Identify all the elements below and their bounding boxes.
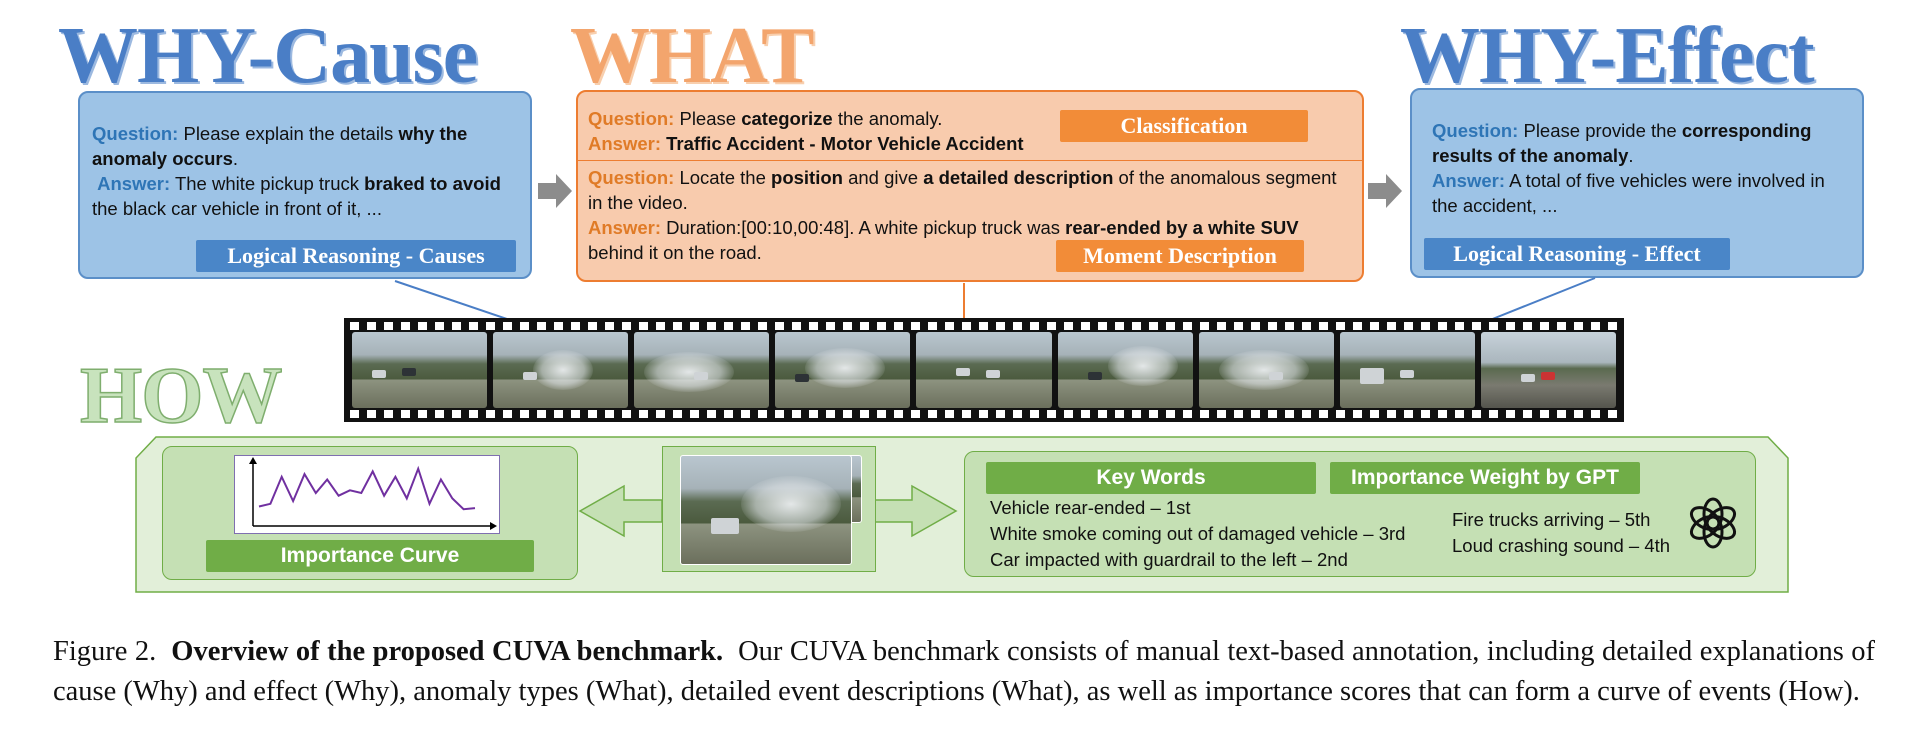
moment-description-badge: Moment Description	[1056, 240, 1304, 272]
video-frame	[916, 332, 1052, 408]
why-effect-question: Question: Please provide the correspondi…	[1432, 120, 1812, 166]
video-film-strip	[344, 318, 1624, 422]
caption-text: Our CUVA benchmark consists of manual te…	[53, 636, 1876, 707]
logical-reasoning-causes-badge: Logical Reasoning - Causes	[196, 240, 516, 272]
video-frame	[352, 332, 488, 408]
video-frame	[1057, 332, 1193, 408]
what-answer-1: Answer: Traffic Accident - Motor Vehicle…	[588, 133, 1024, 154]
video-frame	[1480, 332, 1616, 408]
curve-x-axis-arrow	[490, 522, 497, 530]
stacked-frame	[680, 455, 852, 565]
video-frame	[493, 332, 629, 408]
caption-title: Overview of the proposed CUVA benchmark.	[171, 636, 724, 667]
why-cause-question: Question: Please explain the details why…	[92, 123, 468, 169]
figure-caption: Figure 2. Overview of the proposed CUVA …	[53, 632, 1875, 712]
film-perforations-bottom	[350, 410, 1618, 418]
video-frame	[775, 332, 911, 408]
importance-curve-line	[258, 465, 476, 511]
video-frame	[1339, 332, 1475, 408]
video-frame	[1198, 332, 1334, 408]
arrow-right-icon	[538, 174, 572, 208]
video-frame	[634, 332, 770, 408]
video-frames	[352, 332, 1616, 408]
what-question-1: Question: Please categorize the anomaly.	[588, 108, 943, 129]
what-title: WHAT	[570, 12, 814, 100]
key-word-item: Car impacted with guardrail to the left …	[990, 549, 1348, 570]
openai-logo-icon	[1689, 497, 1737, 549]
importance-curve-chart	[234, 455, 500, 534]
importance-curve-badge: Importance Curve	[206, 540, 534, 572]
what-divider	[578, 160, 1362, 161]
importance-weight-badge: Importance Weight by GPT	[1330, 462, 1640, 494]
curve-y-axis-arrow	[249, 457, 257, 464]
key-words-list-left: Vehicle rear-ended – 1st White smoke com…	[990, 495, 1405, 573]
why-cause-answer: Answer: The white pickup truck braked to…	[92, 173, 501, 219]
key-words-badge: Key Words	[986, 462, 1316, 494]
key-word-item: White smoke coming out of damaged vehicl…	[990, 523, 1406, 544]
why-cause-title: WHY-Cause	[58, 12, 478, 100]
what-answer-2: Answer: Duration:[00:10,00:48]. A white …	[588, 217, 1299, 263]
how-title: HOW	[79, 352, 283, 440]
key-word-item: Vehicle rear-ended – 1st	[990, 497, 1191, 518]
caption-prefix: Figure 2.	[53, 636, 157, 667]
key-word-item: Fire trucks arriving – 5th	[1452, 509, 1651, 530]
logical-reasoning-effect-badge: Logical Reasoning - Effect	[1424, 238, 1730, 270]
classification-badge: Classification	[1060, 110, 1308, 142]
connector-lines	[394, 277, 1596, 321]
film-perforations-top	[350, 322, 1618, 330]
why-effect-title: WHY-Effect	[1400, 12, 1815, 100]
arrow-right-icon	[1368, 174, 1402, 208]
importance-curve-plot	[249, 457, 497, 530]
what-question-2: Question: Locate the position and give a…	[588, 167, 1337, 213]
why-effect-answer: Answer: A total of five vehicles were in…	[1432, 170, 1825, 216]
key-word-item: Loud crashing sound – 4th	[1452, 535, 1671, 556]
key-words-list-right: Fire trucks arriving – 5th Loud crashing…	[1452, 507, 1670, 559]
